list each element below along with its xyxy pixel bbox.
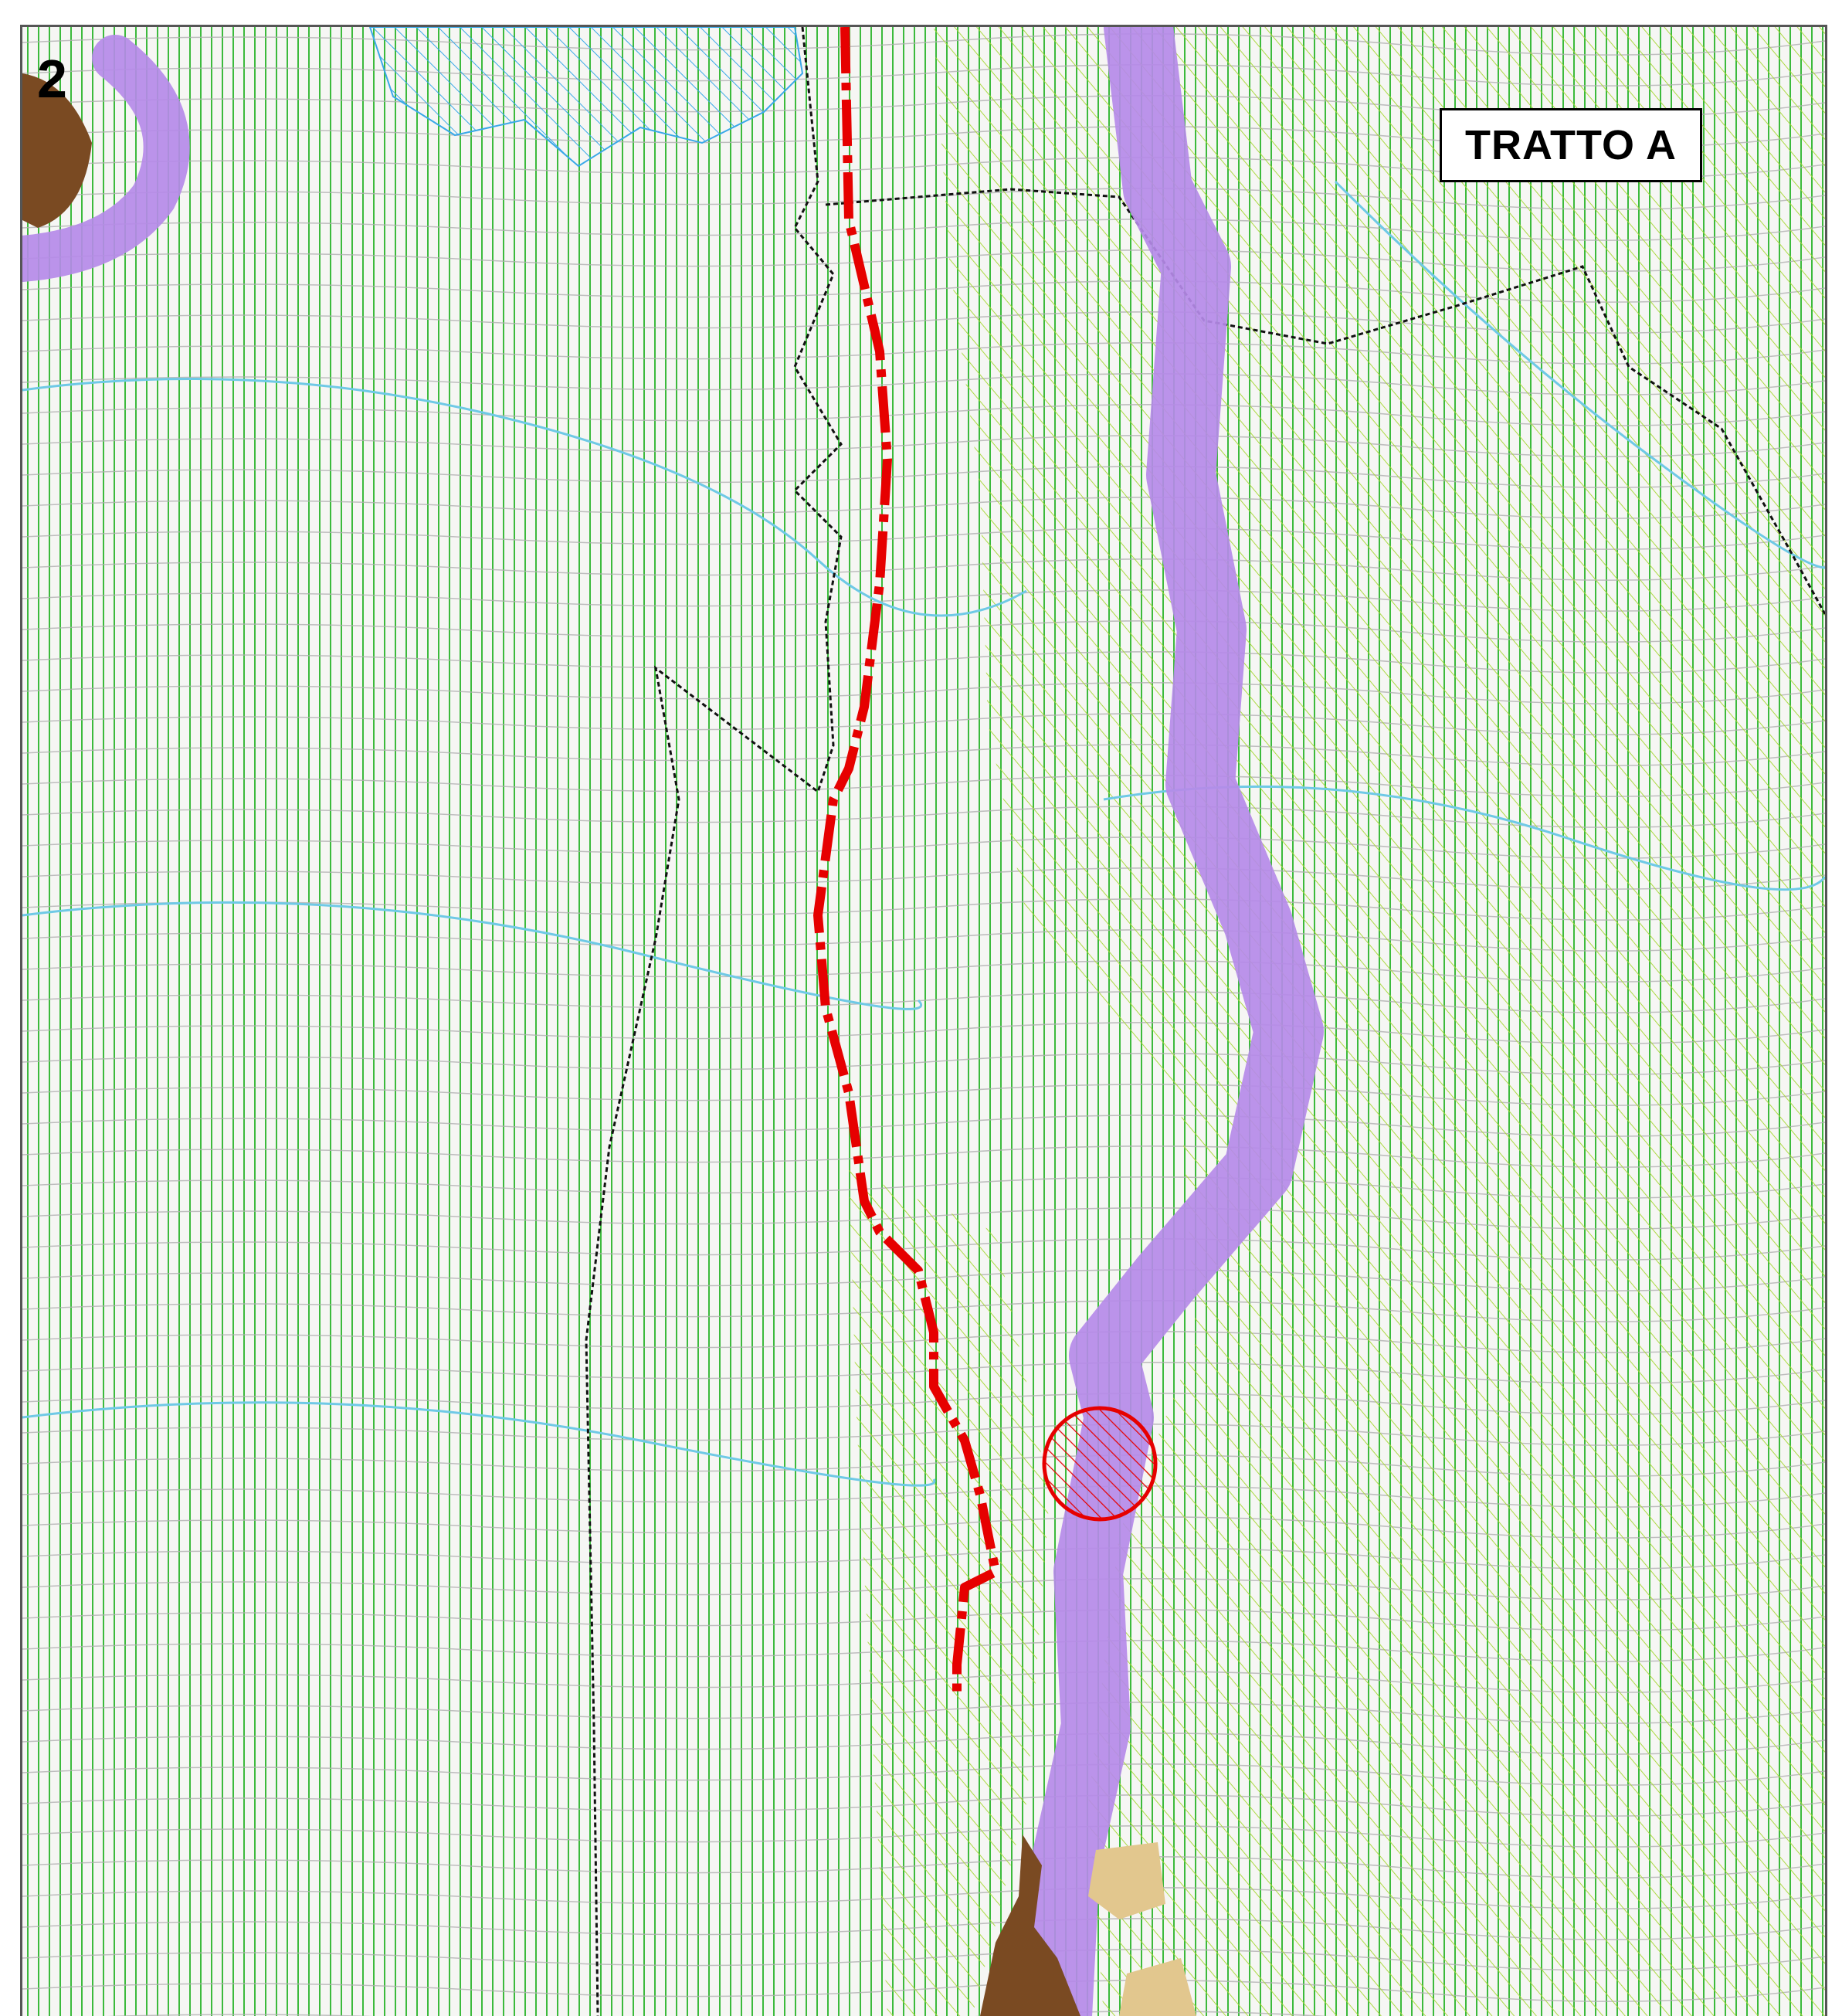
diagonal-hatch-zone-valley: [849, 1170, 1050, 2016]
watercourses: [22, 180, 1825, 1487]
sheet-number: 2: [37, 49, 67, 109]
map-frame[interactable]: [20, 25, 1827, 2016]
sand-area: [1088, 1842, 1165, 1919]
landslide-area-south: [980, 1834, 1080, 2016]
red-hatched-circle[interactable]: [1042, 1406, 1158, 1522]
sand-area-south: [1119, 1958, 1196, 2016]
blue-hatch-zone: [368, 27, 804, 168]
red-dashed-route: [813, 27, 1000, 1695]
black-dotted-boundary: [585, 27, 1825, 2016]
purple-corridor-north: [22, 35, 190, 282]
landslide-area-north: [22, 73, 92, 228]
purple-corridor: [1023, 27, 1324, 2016]
map-canvas[interactable]: [22, 27, 1825, 2016]
section-label: TRATTO A: [1440, 108, 1702, 182]
